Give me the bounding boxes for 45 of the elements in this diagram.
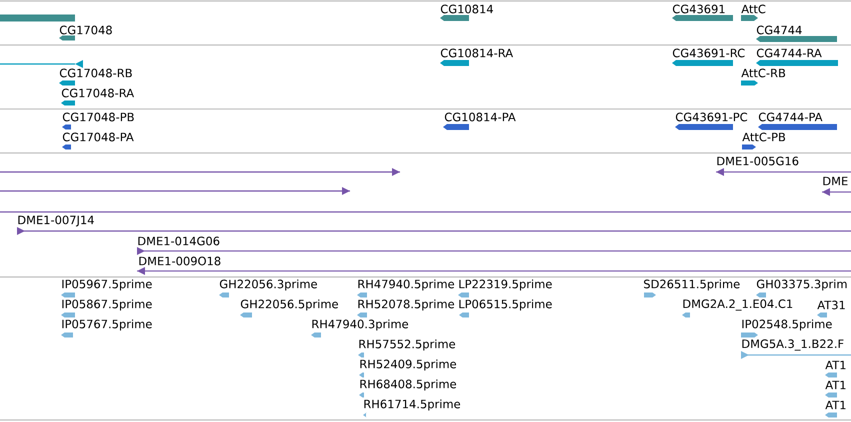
feature-label: GH03375.3prim: [756, 279, 847, 291]
feature-label: CG43691-RC: [672, 48, 745, 58]
feature-label: SD26511.5prime: [644, 279, 740, 291]
feature-label: AT1: [825, 380, 846, 390]
feature-label: DME1-014G06: [138, 236, 220, 246]
feature-label: AttC-RB: [741, 68, 786, 78]
feature-label: DMG5A.3_1.B22.F: [742, 339, 844, 351]
feature-label: LP06515.5prime: [459, 299, 552, 311]
feature-label: DME1-005G16: [717, 156, 798, 166]
feature-label: IP05767.5prime: [62, 319, 152, 331]
feature-label: CG43691: [672, 4, 725, 14]
feature-label: RH52409.5prime: [360, 359, 456, 371]
feature-label: DMG2A.2_1.E04.C1: [683, 299, 792, 311]
feature-label: RH57552.5prime: [359, 339, 456, 351]
feature-label: GH22056.5prime: [240, 299, 338, 311]
feature-label: CG17048-RA: [62, 88, 134, 98]
feature-label: AT1: [825, 400, 846, 410]
feature-label: AT31: [817, 300, 845, 310]
feature-label: DME1-007J14: [18, 216, 94, 226]
feature-label: AttC: [741, 4, 766, 14]
feature-label: CG4744-RA: [756, 48, 822, 58]
feature-label: AttC-PB: [742, 132, 786, 142]
feature-label: CG4744: [756, 26, 802, 34]
feature-label: RH68408.5prime: [360, 379, 456, 391]
feature-label: CG10814-RA: [440, 48, 513, 58]
feature-label: CG17048: [60, 26, 112, 34]
feature-label: IP05867.5prime: [62, 299, 152, 311]
feature-label: GH22056.3prime: [220, 279, 317, 291]
feature-label: CG17048-RB: [60, 68, 132, 78]
feature-label: CG17048-PB: [62, 112, 134, 122]
feature-label: RH52078.5prime: [358, 299, 454, 311]
feature-label: CG10814-PA: [444, 112, 516, 122]
feature-label: RH47940.5prime: [358, 279, 454, 291]
feature-label: CG17048-PA: [62, 132, 134, 142]
feature-label: IP05967.5prime: [62, 279, 152, 291]
feature-label: CG43691-PC: [676, 112, 748, 122]
feature-label: RH47940.3prime: [312, 319, 408, 331]
feature-label: CG4744-PA: [758, 112, 822, 122]
feature-label: IP02548.5prime: [742, 319, 832, 331]
feature-label: DME: [823, 176, 848, 186]
feature-label: CG10814: [440, 4, 493, 14]
feature-label: LP22319.5prime: [459, 279, 552, 291]
feature-label: DME1-009O18: [139, 256, 220, 266]
feature-label: AT1: [825, 360, 846, 370]
feature-label: RH61714.5prime: [364, 399, 460, 411]
